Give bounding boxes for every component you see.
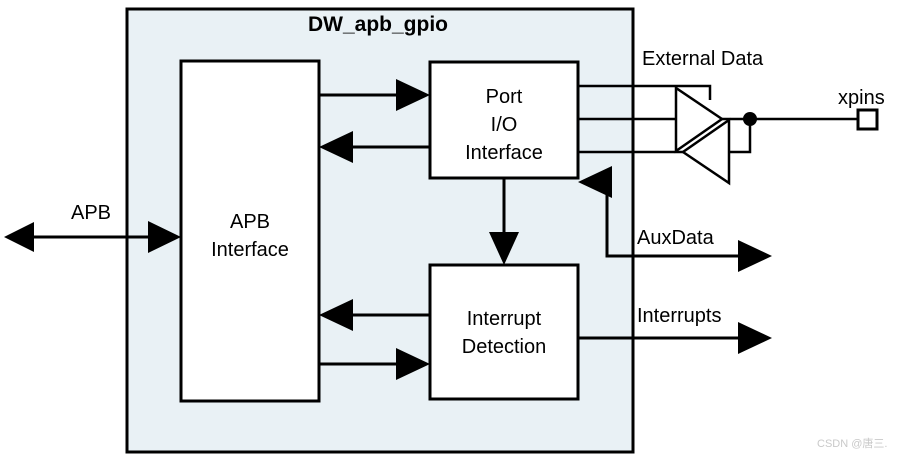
pad-junction-dot [743,112,757,126]
interrupt-to-apb-arrowhead [319,299,353,331]
apb-bus-arrowhead-right [148,221,181,253]
auxdata-feedback-arrowhead [578,166,612,198]
apb-interface-label-line2: Interface [211,239,289,261]
port-io-label-line1: Port [486,86,523,108]
xpins-label: xpins [838,87,885,109]
xpins-terminal [856,108,879,131]
apb-signal-label: APB [71,202,111,224]
port-io-label-line3: Interface [465,142,543,164]
interrupt-detection-label-line1: Interrupt [467,308,542,330]
interrupt-detection-label-line2: Detection [462,336,547,358]
portio-to-interrupt-arrowhead [489,232,519,265]
apb-to-interrupt-arrowhead [396,348,430,380]
apb-interface-label-line1: APB [230,211,270,233]
auxdata-out-arrowhead [738,240,772,272]
auxdata-label: AuxData [637,227,715,249]
page-title: DW_apb_gpio [308,13,448,36]
external-data-label: External Data [642,48,764,70]
apb-interface-block [179,59,321,403]
output-buffer-icon [674,85,725,154]
apb-bus-arrowhead-left [4,222,34,252]
input-buffer-tap-wire [729,119,752,154]
port-io-label-line2: I/O [491,114,518,136]
apb-to-portio-arrowhead [396,79,430,111]
portio-to-apb-arrowhead [319,131,353,163]
watermark-text: CSDN @唐三. [817,436,887,450]
interrupts-label: Interrupts [637,305,721,327]
interrupt-detection-block [428,263,580,401]
interrupts-out-arrowhead [738,322,772,354]
auxdata-wire [605,182,745,258]
output-enable-wire [578,84,712,100]
